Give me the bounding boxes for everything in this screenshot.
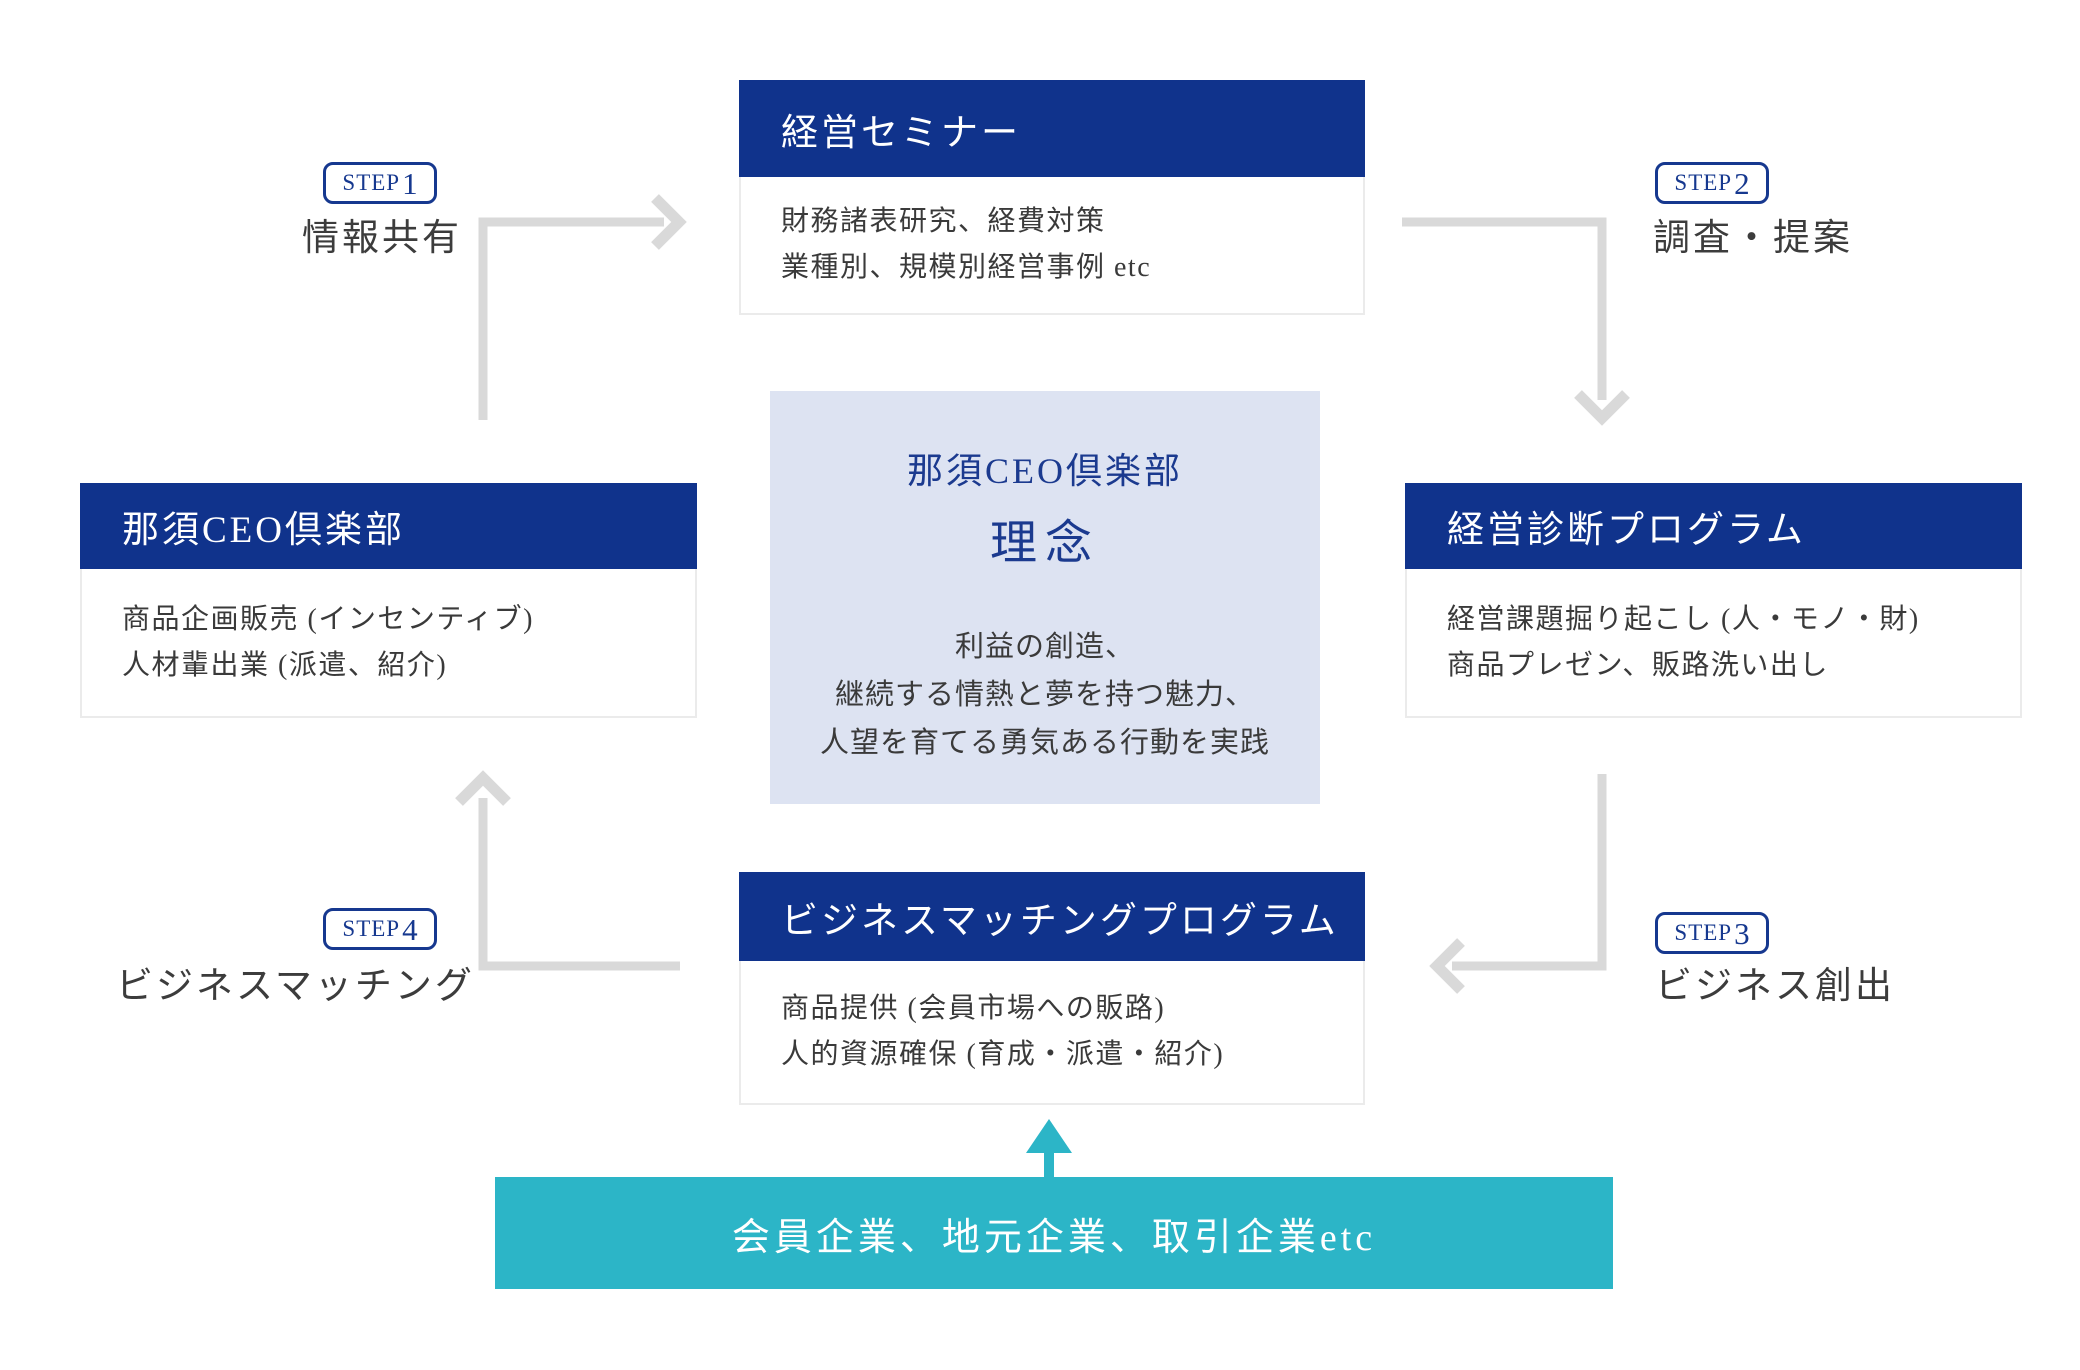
philosophy-heading: 理念 bbox=[990, 518, 1100, 570]
source-companies-bar: 会員企業、地元企業、取引企業etc bbox=[495, 1177, 1613, 1289]
arrow-step4-head bbox=[455, 770, 511, 806]
arrow-step1-line bbox=[478, 217, 664, 420]
philosophy-box: 那須CEO倶楽部 理念 利益の創造、 継続する情熱と夢を持つ魅力、 人望を育てる… bbox=[770, 391, 1320, 804]
step4-badge-prefix: STEP bbox=[342, 916, 401, 941]
step2-badge: STEP 2 bbox=[1655, 162, 1769, 204]
step1-badge-number: 1 bbox=[402, 165, 418, 201]
program-box-matching: ビジネスマッチングプログラム 商品提供 (会員市場への販路) 人的資源確保 (育… bbox=[739, 872, 1365, 1105]
step4-badge-number: 4 bbox=[402, 911, 418, 947]
program-box-diagnosis-line: 商品プレゼン、販路洗い出し bbox=[1447, 649, 1829, 681]
arrow-step3-head bbox=[1429, 938, 1465, 994]
step4-badge: STEP 4 bbox=[323, 908, 437, 950]
arrow-step1 bbox=[478, 194, 687, 420]
step2-badge-prefix: STEP bbox=[1674, 170, 1733, 195]
step3-badge-number: 3 bbox=[1734, 915, 1750, 951]
program-box-matching-title: ビジネスマッチングプログラム bbox=[739, 872, 1365, 961]
step1-badge-prefix: STEP bbox=[342, 170, 401, 195]
program-box-club: 那須CEO倶楽部 商品企画販売 (インセンティブ) 人材輩出業 (派遣、紹介) bbox=[80, 483, 697, 718]
program-box-club-body: 商品企画販売 (インセンティブ) 人材輩出業 (派遣、紹介) bbox=[80, 569, 697, 718]
program-box-diagnosis-body: 経営課題掘り起こし (人・モノ・財) 商品プレゼン、販路洗い出し bbox=[1405, 569, 2022, 718]
arrow-step3-line bbox=[1452, 774, 1607, 971]
arrow-step2-line bbox=[1402, 217, 1607, 400]
program-box-club-title: 那須CEO倶楽部 bbox=[80, 483, 697, 569]
program-box-seminar-line: 財務諸表研究、経費対策 bbox=[781, 206, 1106, 237]
arrow-step1-head bbox=[651, 194, 687, 250]
program-box-seminar-title: 経営セミナー bbox=[739, 80, 1365, 177]
program-box-seminar-body: 財務諸表研究、経費対策 業種別、規模別経営事例 etc bbox=[739, 177, 1365, 315]
step2-label: 調査・提案 bbox=[1653, 218, 1853, 259]
program-box-matching-line: 人的資源確保 (育成・派遣・紹介) bbox=[781, 1039, 1225, 1070]
philosophy-line: 人望を育てる勇気ある行動を実践 bbox=[819, 727, 1270, 759]
program-box-club-line: 人材輩出業 (派遣、紹介) bbox=[122, 649, 448, 681]
program-box-club-line: 商品企画販売 (インセンティブ) bbox=[122, 603, 534, 635]
program-box-seminar: 経営セミナー 財務諸表研究、経費対策 業種別、規模別経営事例 etc bbox=[739, 80, 1365, 315]
program-box-matching-body: 商品提供 (会員市場への販路) 人的資源確保 (育成・派遣・紹介) bbox=[739, 961, 1365, 1105]
philosophy-line: 利益の創造、 bbox=[954, 631, 1135, 663]
program-box-diagnosis-title: 経営診断プログラム bbox=[1405, 483, 2022, 569]
philosophy-text: 利益の創造、 継続する情熱と夢を持つ魅力、 人望を育てる勇気ある行動を実践 bbox=[820, 623, 1270, 767]
step1-label: 情報共有 bbox=[302, 218, 462, 259]
arrow-step4-line bbox=[478, 798, 680, 971]
arrow-step2 bbox=[1402, 217, 1630, 426]
philosophy-line: 継続する情熱と夢を持つ魅力、 bbox=[834, 679, 1255, 711]
source-arrow-head bbox=[1026, 1119, 1072, 1153]
step1-badge: STEP 1 bbox=[323, 162, 437, 204]
arrow-step3 bbox=[1429, 774, 1607, 994]
program-box-matching-line: 商品提供 (会員市場への販路) bbox=[781, 993, 1166, 1024]
step3-badge: STEP 3 bbox=[1655, 912, 1769, 954]
program-box-diagnosis-line: 経営課題掘り起こし (人・モノ・財) bbox=[1447, 603, 1920, 635]
source-companies-label: 会員企業、地元企業、取引企業etc bbox=[731, 1216, 1377, 1259]
philosophy-org-name: 那須CEO倶楽部 bbox=[906, 451, 1183, 491]
arrow-step4 bbox=[455, 770, 680, 971]
step3-badge-prefix: STEP bbox=[1674, 920, 1733, 945]
program-box-seminar-line: 業種別、規模別経営事例 etc bbox=[781, 252, 1152, 283]
source-arrow-stem bbox=[1044, 1142, 1054, 1178]
step3-label: ビジネス創出 bbox=[1655, 966, 1895, 1007]
step4-label: ビジネスマッチング bbox=[116, 966, 475, 1007]
arrow-step2-head bbox=[1574, 390, 1630, 426]
source-arrow bbox=[1026, 1119, 1072, 1178]
step2-badge-number: 2 bbox=[1734, 165, 1750, 201]
program-box-diagnosis: 経営診断プログラム 経営課題掘り起こし (人・モノ・財) 商品プレゼン、販路洗い… bbox=[1405, 483, 2022, 718]
